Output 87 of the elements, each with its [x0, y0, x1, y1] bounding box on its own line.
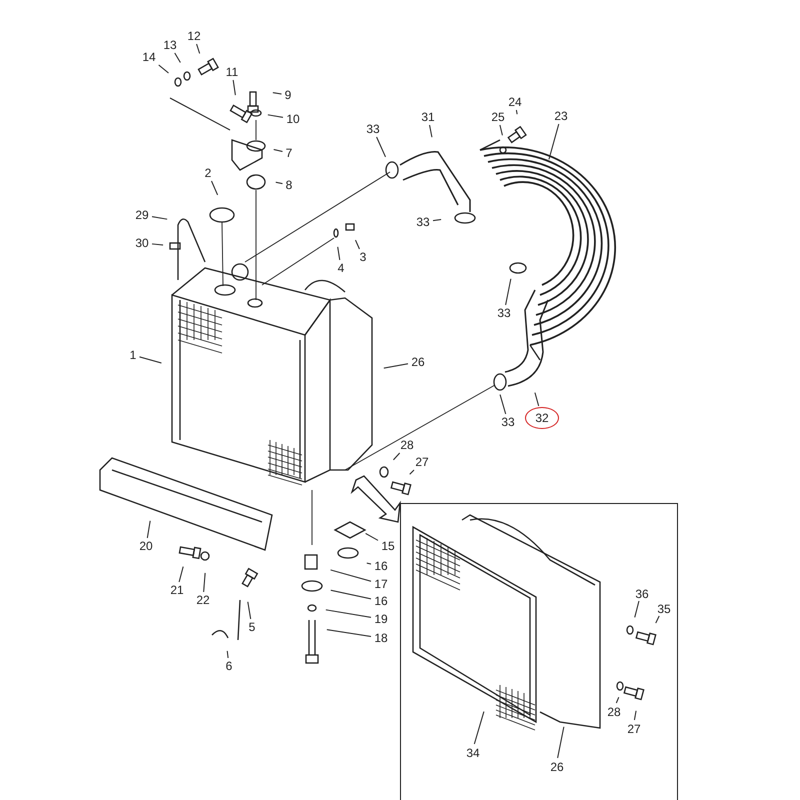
- callout-number: 27: [625, 722, 643, 736]
- callout-number: 15: [379, 539, 397, 553]
- callout-number: 13: [161, 38, 179, 52]
- leader-line: [196, 44, 200, 54]
- leader-line: [429, 124, 432, 138]
- leader-line: [273, 148, 283, 152]
- leader-line: [174, 52, 181, 64]
- leader-line: [392, 452, 400, 460]
- callout-number: 2: [202, 166, 214, 180]
- leader-line: [557, 726, 564, 758]
- callout-number: 31: [419, 110, 437, 124]
- leader-line: [366, 562, 372, 564]
- callout-number: 22: [194, 593, 212, 607]
- callout-number: 33: [499, 415, 517, 429]
- callout-number: 32: [525, 407, 559, 429]
- callout-number: 20: [137, 539, 155, 553]
- leader-line: [655, 616, 660, 624]
- leader-line: [548, 124, 560, 160]
- leader-line: [211, 180, 218, 196]
- callout-number: 33: [414, 215, 432, 229]
- callout-number: 14: [140, 50, 158, 64]
- leader-line: [505, 278, 512, 306]
- callout-number: 1: [128, 348, 138, 362]
- leader-line: [432, 219, 442, 222]
- callout-number: 7: [284, 146, 294, 160]
- leader-line: [534, 392, 540, 406]
- leader-line: [330, 569, 372, 582]
- leader-line: [376, 136, 386, 158]
- leader-line: [152, 216, 168, 220]
- callout-number: 34: [464, 746, 482, 760]
- callout-number: 21: [168, 583, 186, 597]
- leader-line: [337, 246, 340, 260]
- leader-line: [516, 110, 518, 115]
- leader-line: [272, 92, 282, 94]
- callout-number: 12: [185, 29, 203, 43]
- leader-line: [232, 80, 236, 96]
- leader-line: [146, 520, 151, 538]
- leader-line: [365, 532, 378, 541]
- callout-number: 8: [284, 178, 294, 192]
- leader-line: [330, 590, 372, 600]
- callout-number: 9: [282, 88, 294, 102]
- leader-line: [152, 243, 164, 246]
- callout-number: 28: [398, 438, 416, 452]
- callout-number: 5: [246, 620, 258, 634]
- callout-number: 19: [372, 612, 390, 626]
- callout-number: 36: [633, 587, 651, 601]
- callout-number: 29: [133, 208, 151, 222]
- callout-number: 25: [489, 110, 507, 124]
- callout-number: 6: [224, 659, 234, 673]
- callout-number: 30: [133, 236, 151, 250]
- callout-number: 26: [548, 760, 566, 774]
- leader-line: [203, 572, 206, 592]
- callout-number: 28: [605, 705, 623, 719]
- leader-line: [139, 356, 162, 364]
- leader-line: [354, 240, 360, 250]
- leader-line: [634, 710, 637, 720]
- callout-number: 3: [358, 250, 368, 264]
- leader-line: [325, 609, 372, 618]
- callout-number: 16: [372, 594, 390, 608]
- leader-line: [178, 566, 184, 582]
- leader-line: [383, 363, 408, 369]
- callout-number: 18: [372, 631, 390, 645]
- leader-line: [267, 114, 284, 118]
- callout-number: 16: [372, 559, 390, 573]
- leader-line: [275, 182, 283, 184]
- callout-number: 10: [284, 112, 302, 126]
- leader-line: [634, 600, 640, 618]
- leader-line: [326, 629, 372, 637]
- callout-number: 27: [413, 455, 431, 469]
- leader-line: [500, 394, 506, 414]
- inset-frame: [400, 503, 678, 800]
- leader-line: [158, 64, 169, 74]
- callout-number: 4: [336, 261, 346, 275]
- callout-number: 11: [223, 65, 241, 79]
- callout-number: 33: [364, 122, 382, 136]
- leader-line: [409, 470, 414, 475]
- callout-number: 35: [655, 602, 673, 616]
- callout-number: 26: [409, 355, 427, 369]
- leader-line: [499, 124, 503, 136]
- leader-line: [474, 711, 484, 744]
- callout-number: 24: [506, 95, 524, 109]
- callout-number: 17: [372, 577, 390, 591]
- callout-number: 23: [552, 109, 570, 123]
- leader-line: [247, 601, 252, 620]
- leader-line: [616, 696, 620, 704]
- callout-number: 33: [495, 306, 513, 320]
- leader-line: [226, 650, 229, 658]
